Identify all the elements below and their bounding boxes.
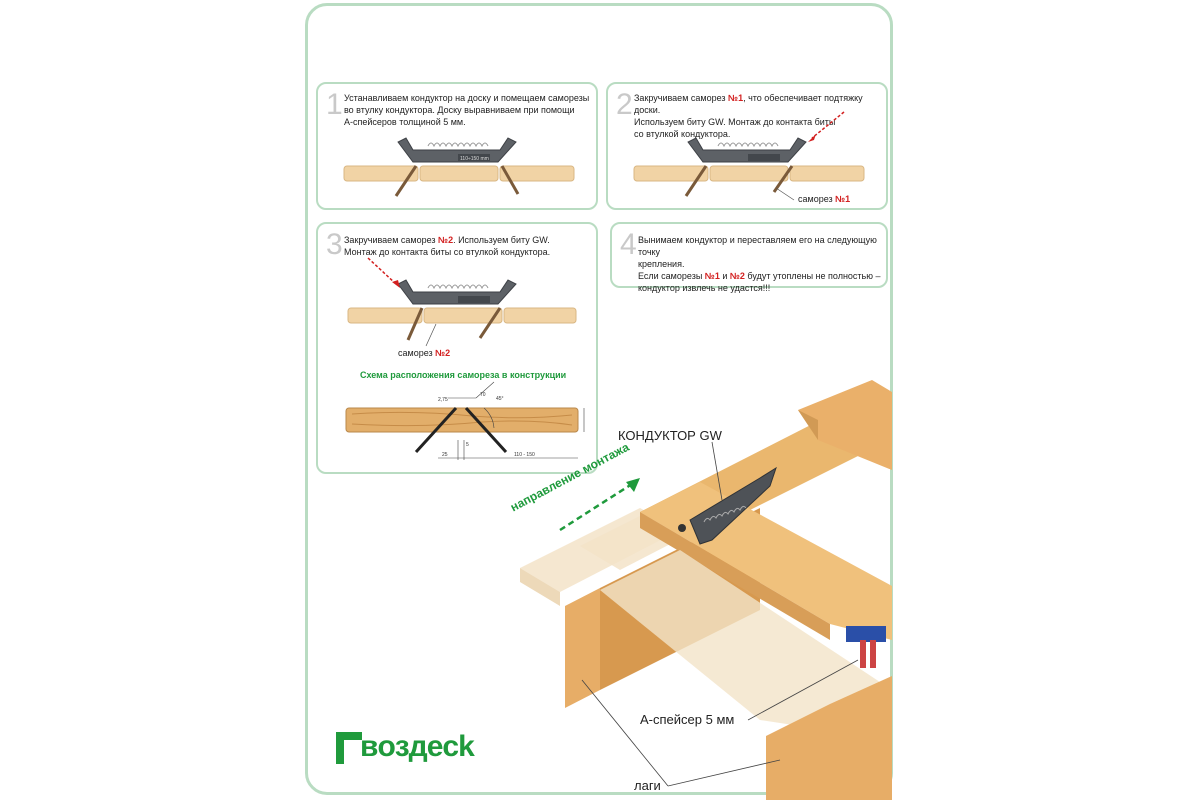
joists-label: лаги	[634, 778, 661, 793]
tool-label: КОНДУКТОР GW	[618, 428, 722, 443]
logo-text: вoздeck	[360, 730, 474, 764]
brand-logo: вoздeck	[334, 728, 484, 768]
spacer-label: А-спейсер 5 мм	[640, 712, 734, 727]
